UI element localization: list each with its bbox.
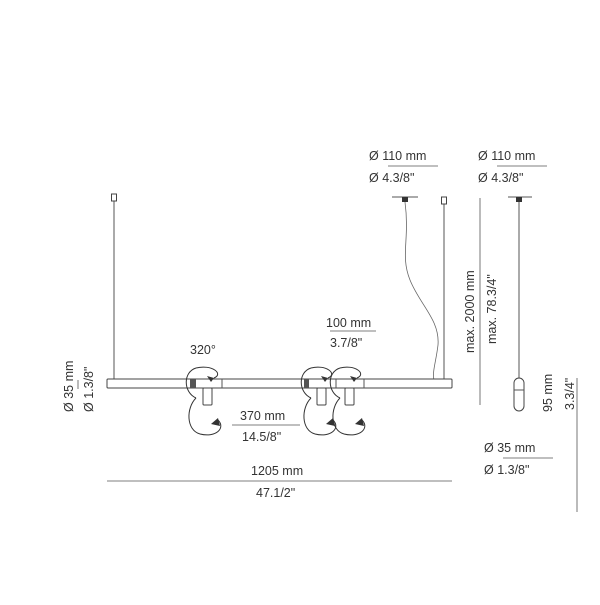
labels: Ø 110 mm Ø 4.3/8" Ø 110 mm Ø 4.3/8" max.… (62, 149, 577, 500)
bar-connector-1 (190, 379, 196, 388)
side-spot-body (513, 377, 525, 412)
gap-in: 14.5/8" (242, 430, 281, 444)
bar-front-view (106, 193, 453, 406)
total-length-in: 47.1/2" (256, 486, 295, 500)
side-canopy-connector (516, 197, 522, 202)
front-canopy-connector (402, 197, 408, 202)
main-bar (106, 378, 453, 389)
max-length-mm: max. 2000 mm (463, 270, 477, 353)
canopy-side-mm: Ø 110 mm (478, 149, 535, 163)
spot-3 (344, 387, 355, 406)
canopy-front-in: Ø 4.3/8" (369, 171, 414, 185)
power-cable (404, 201, 439, 381)
bar-diameter-in: Ø 1.3/8" (82, 367, 96, 412)
gap-mm: 370 mm (240, 409, 285, 423)
max-length-in: max. 78.3/4" (485, 274, 499, 344)
spot-spacing-mm: 100 mm (326, 316, 371, 330)
rotation-arrows (185, 366, 366, 436)
rotation-label: 320° (190, 343, 216, 357)
dimension-lines (77, 198, 481, 482)
left-ceiling-clip (111, 193, 117, 202)
total-length-mm: 1205 mm (251, 464, 303, 478)
canopy-side-in: Ø 4.3/8" (478, 171, 523, 185)
spot-1 (202, 387, 213, 406)
spot-spacing-in: 3.7/8" (330, 336, 362, 350)
side-diameter-in: Ø 1.3/8" (484, 463, 529, 477)
right-ceiling-clip (441, 196, 447, 205)
spot-height-mm: 95 mm (541, 374, 555, 412)
bar-connector-2 (304, 379, 309, 388)
spot-height-in: 3.3/4" (563, 378, 577, 410)
side-view (508, 196, 578, 512)
canopy-front-mm: Ø 110 mm (369, 149, 426, 163)
spot-2 (316, 387, 327, 406)
side-diameter-mm: Ø 35 mm (484, 441, 535, 455)
bar-diameter-mm: Ø 35 mm (62, 361, 76, 412)
